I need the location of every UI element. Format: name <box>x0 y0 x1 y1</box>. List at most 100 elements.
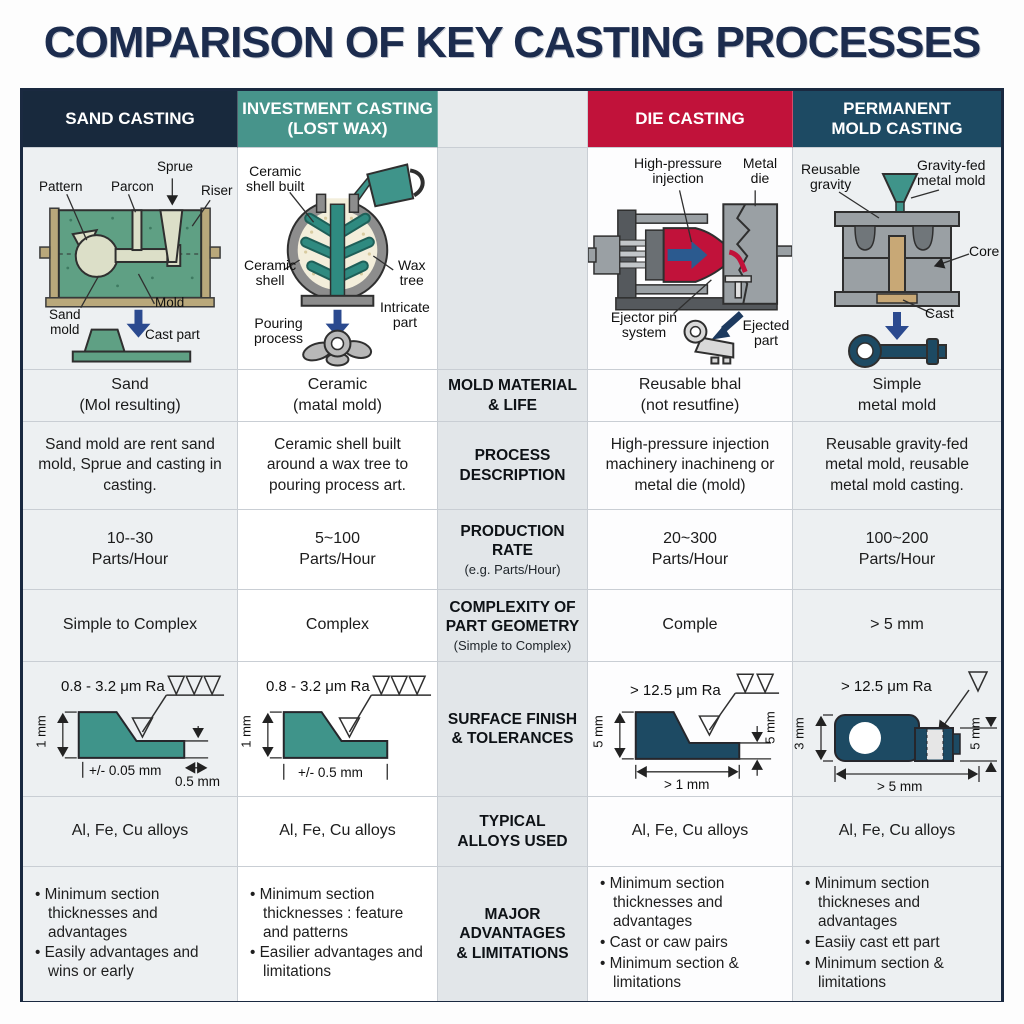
header-die-casting: DIE CASTING <box>588 91 793 148</box>
die-label-ejector-pin-system: Ejector pin system <box>610 309 678 341</box>
permanent-dim-right: 5 mm <box>967 717 983 750</box>
permanent-dim-height: 3 mm <box>793 717 807 750</box>
sand-label-sand-mold: Sand mold <box>49 307 81 337</box>
permanent-label-reusable-gravity: Reusable gravity <box>801 161 861 193</box>
sand-label-parcon: Parcon <box>111 179 154 194</box>
page-title: COMPARISON OF KEY CASTING PROCESSES <box>43 18 981 67</box>
die-surface-illustration <box>614 673 780 779</box>
sand-dim-height: 1 mm <box>33 715 49 748</box>
permanent-surface-illustration <box>815 671 997 782</box>
sand-label-cast-part: Cast part <box>145 327 200 342</box>
cell-die-mold-material: Reusable bhal (not resutfine) <box>588 370 793 422</box>
cell-permanent-advantages: Minimum section thickneses and advantage… <box>793 867 1001 1001</box>
mold-material-row: Sand (Mol resulting) Ceramic (matal mold… <box>23 370 1001 422</box>
die-dim-height: 5 mm <box>590 715 606 748</box>
cell-die-process: High-pressure injection machinery inachi… <box>588 422 793 510</box>
advantage-bullet: Minimum section thicknesses and advantag… <box>600 875 786 932</box>
investment-label-ceramic-shell: Ceramic shell <box>244 257 297 289</box>
advantages-row: Minimum section thicknesses and advantag… <box>23 867 1001 1001</box>
cell-permanent-alloys: Al, Fe, Cu alloys <box>793 797 1001 867</box>
advantage-bullet: Cast or caw pairs <box>600 934 728 953</box>
die-width-dim: > 1 mm <box>664 777 710 792</box>
production-rate-row: 10--30 Parts/Hour 5~100 Parts/Hour PRODU… <box>23 510 1001 590</box>
cell-sand-mold-material: Sand (Mol resulting) <box>23 370 238 422</box>
header-investment-casting: INVESTMENT CASTING (LOST WAX) <box>238 91 438 148</box>
cell-investment-process: Ceramic shell built around a wax tree to… <box>238 422 438 510</box>
sand-label-pattern: Pattern <box>39 179 83 194</box>
investment-tolerance: +/- 0.5 mm <box>298 765 363 780</box>
row-label-complexity: COMPLEXITY OF PART GEOMETRY (Simple to C… <box>438 590 588 662</box>
die-label-metal-die: Metal die <box>742 155 778 187</box>
surface-finish-row: 1 mm 0.8 - 3.2 μm Ra +/- 0.05 mm 0.5 mm <box>23 662 1001 797</box>
cell-sand-process: Sand mold are rent sand mold, Sprue and … <box>23 422 238 510</box>
header-row: SAND CASTING INVESTMENT CASTING (LOST WA… <box>23 91 1001 148</box>
sand-surface-illustration <box>56 675 225 778</box>
cell-permanent-process: Reusable gravity-fed metal mold, reusabl… <box>793 422 1001 510</box>
investment-dim-height: 1 mm <box>238 715 254 748</box>
die-label-ejected-part: Ejected part <box>742 317 790 349</box>
investment-label-intricate-part: Intricate part <box>380 299 430 331</box>
sand-surface-finish-diagram: 1 mm 0.8 - 3.2 μm Ra +/- 0.05 mm 0.5 mm <box>23 662 238 797</box>
investment-casting-diagram: Ceramic shell built Ceramic shell Wax tr… <box>238 148 438 370</box>
sand-step-dim: 0.5 mm <box>175 774 221 789</box>
cell-investment-mold-material: Ceramic (matal mold) <box>238 370 438 422</box>
cell-permanent-production: 100~200 Parts/Hour <box>793 510 1001 590</box>
cell-permanent-complexity: > 5 mm <box>793 590 1001 662</box>
investment-label-ceramic-shell-built: Ceramic shell built <box>246 163 305 195</box>
cell-sand-complexity: Simple to Complex <box>23 590 238 662</box>
header-sand-casting: SAND CASTING <box>23 91 238 148</box>
header-empty <box>438 91 588 148</box>
cell-die-advantages: Minimum section thicknesses and advantag… <box>588 867 793 1001</box>
die-casting-illustration <box>588 190 792 365</box>
permanent-mold-illustration <box>834 173 970 368</box>
cell-investment-production: 5~100 Parts/Hour <box>238 510 438 590</box>
die-dim-right: 5 mm <box>762 711 778 744</box>
row-label-mold-material: MOLD MATERIAL & LIFE <box>438 370 588 422</box>
permanent-label-gravity-fed: Gravity-fed metal mold <box>917 157 986 189</box>
sand-label-mold: Mold <box>155 295 185 310</box>
row-label-process: PROCESS DESCRIPTION <box>438 422 588 510</box>
permanent-surface-finish-diagram: 3 mm 5 mm > 12.5 μm Ra > 5 mm <box>793 662 1001 797</box>
row-label-production: PRODUCTION RATE (e.g. Parts/Hour) <box>438 510 588 590</box>
cell-investment-alloys: Al, Fe, Cu alloys <box>238 797 438 867</box>
advantage-bullet: Minimum section thicknesses and advantag… <box>35 886 231 943</box>
advantage-bullet: Easilier advantages and limitations <box>250 944 431 982</box>
advantage-bullet: Minimum section thicknesses : feature an… <box>250 886 431 943</box>
row-label-surface: SURFACE FINISH & TOLERANCES <box>438 662 588 797</box>
alloys-row: Al, Fe, Cu alloys Al, Fe, Cu alloys TYPI… <box>23 797 1001 867</box>
comparison-table: SAND CASTING INVESTMENT CASTING (LOST WA… <box>20 88 1004 1002</box>
advantage-bullet: Minimum section thickneses and advantage… <box>805 875 995 932</box>
row-label-advantages: MAJOR ADVANTAGES & LIMITATIONS <box>438 867 588 1001</box>
investment-surface-illustration <box>262 675 432 780</box>
advantage-bullet: Minimum section & limitations <box>805 955 995 993</box>
sand-label-riser: Riser <box>201 183 233 198</box>
cell-die-production: 20~300 Parts/Hour <box>588 510 793 590</box>
cell-sand-alloys: Al, Fe, Cu alloys <box>23 797 238 867</box>
illustration-row-empty-cell <box>438 148 588 370</box>
header-permanent-mold-casting: PERMANENT MOLD CASTING <box>793 91 1001 148</box>
cell-investment-complexity: Complex <box>238 590 438 662</box>
process-description-row: Sand mold are rent sand mold, Sprue and … <box>23 422 1001 510</box>
investment-label-pouring-process: Pouring process <box>254 315 304 347</box>
investment-casting-illustration <box>283 163 425 367</box>
cell-permanent-mold-material: Simple metal mold <box>793 370 1001 422</box>
advantage-bullet: Easily advantages and wins or early <box>35 944 231 982</box>
sand-casting-illustration <box>39 178 221 363</box>
sand-casting-diagram: Pattern Parcon Sprue Riser Sand mold Mol… <box>23 148 238 370</box>
cell-sand-production: 10--30 Parts/Hour <box>23 510 238 590</box>
permanent-ra-value: > 12.5 μm Ra <box>841 678 932 695</box>
investment-ra-value: 0.8 - 3.2 μm Ra <box>266 678 370 695</box>
permanent-mold-diagram: Reusable gravity Gravity-fed metal mold … <box>793 148 1001 370</box>
advantage-bullet: Easiiy cast ett part <box>805 934 940 953</box>
advantage-bullet: Minimum section & limitations <box>600 955 786 993</box>
die-label-high-pressure-injection: High-pressure injection <box>634 155 722 187</box>
cell-die-alloys: Al, Fe, Cu alloys <box>588 797 793 867</box>
cell-sand-advantages: Minimum section thicknesses and advantag… <box>23 867 238 1001</box>
cell-investment-advantages: Minimum section thicknesses : feature an… <box>238 867 438 1001</box>
sand-ra-value: 0.8 - 3.2 μm Ra <box>61 678 165 695</box>
cell-die-complexity: Comple <box>588 590 793 662</box>
sand-tolerance: +/- 0.05 mm <box>89 763 162 778</box>
investment-label-wax-tree: Wax tree <box>398 257 426 289</box>
sand-label-sprue: Sprue <box>157 159 194 174</box>
die-surface-finish-diagram: 5 mm 5 mm > 12.5 μm Ra > 1 mm <box>588 662 793 797</box>
